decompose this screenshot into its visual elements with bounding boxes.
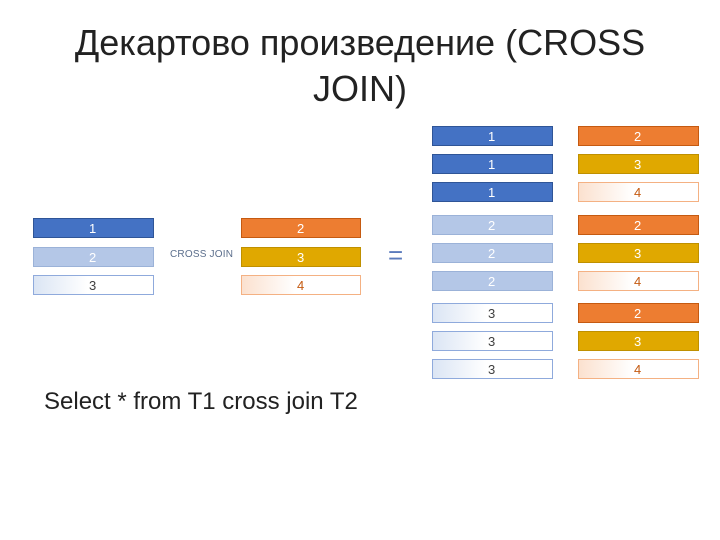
result-t2-value: 3 bbox=[634, 334, 642, 349]
result-t1-cell: 3 bbox=[432, 303, 553, 323]
result-t2-value: 2 bbox=[634, 306, 642, 321]
cross-join-label: CROSS JOIN bbox=[170, 249, 234, 260]
result-t2-value: 3 bbox=[634, 157, 642, 172]
sql-query-text: Select * from T1 cross join T2 bbox=[44, 388, 358, 415]
equals-sign: = bbox=[388, 240, 404, 270]
t2-value: 4 bbox=[297, 278, 305, 293]
result-t2-value: 4 bbox=[634, 274, 642, 289]
result-t1-value: 3 bbox=[488, 362, 496, 377]
t2-row: 3 bbox=[241, 247, 361, 267]
result-t2-cell: 4 bbox=[578, 359, 699, 379]
t2-row: 4 bbox=[241, 275, 361, 295]
result-t2-value: 4 bbox=[634, 185, 642, 200]
result-t2-cell: 3 bbox=[578, 243, 699, 263]
result-t1-value: 2 bbox=[488, 246, 496, 261]
result-t2-cell: 2 bbox=[578, 303, 699, 323]
result-t1-cell: 3 bbox=[432, 331, 553, 351]
result-t1-cell: 1 bbox=[432, 182, 553, 202]
result-t1-value: 1 bbox=[488, 129, 496, 144]
t1-row: 2 bbox=[33, 247, 154, 267]
result-t1-cell: 1 bbox=[432, 126, 553, 146]
result-t2-value: 2 bbox=[634, 218, 642, 233]
t1-value: 3 bbox=[89, 278, 97, 293]
t2-value: 3 bbox=[297, 250, 305, 265]
t1-value: 2 bbox=[89, 250, 97, 265]
result-t2-cell: 3 bbox=[578, 331, 699, 351]
result-t1-value: 2 bbox=[488, 274, 496, 289]
t1-row: 1 bbox=[33, 218, 154, 238]
result-t2-cell: 2 bbox=[578, 215, 699, 235]
t1-value: 1 bbox=[89, 221, 97, 236]
result-t1-value: 3 bbox=[488, 334, 496, 349]
result-t1-value: 1 bbox=[488, 157, 496, 172]
result-t1-value: 2 bbox=[488, 218, 496, 233]
result-t1-value: 1 bbox=[488, 185, 496, 200]
result-t2-value: 3 bbox=[634, 246, 642, 261]
t1-row: 3 bbox=[33, 275, 154, 295]
result-t2-cell: 2 bbox=[578, 126, 699, 146]
result-t1-cell: 1 bbox=[432, 154, 553, 174]
result-t2-cell: 4 bbox=[578, 182, 699, 202]
result-t1-cell: 3 bbox=[432, 359, 553, 379]
result-t1-value: 3 bbox=[488, 306, 496, 321]
result-t2-value: 4 bbox=[634, 362, 642, 377]
t2-row: 2 bbox=[241, 218, 361, 238]
slide-title: Декартово произведение (CROSS JOIN) bbox=[74, 22, 646, 109]
t2-value: 2 bbox=[297, 221, 305, 236]
result-t1-cell: 2 bbox=[432, 271, 553, 291]
result-t1-cell: 2 bbox=[432, 243, 553, 263]
result-t2-cell: 3 bbox=[578, 154, 699, 174]
result-t2-value: 2 bbox=[634, 129, 642, 144]
result-t1-cell: 2 bbox=[432, 215, 553, 235]
result-t2-cell: 4 bbox=[578, 271, 699, 291]
